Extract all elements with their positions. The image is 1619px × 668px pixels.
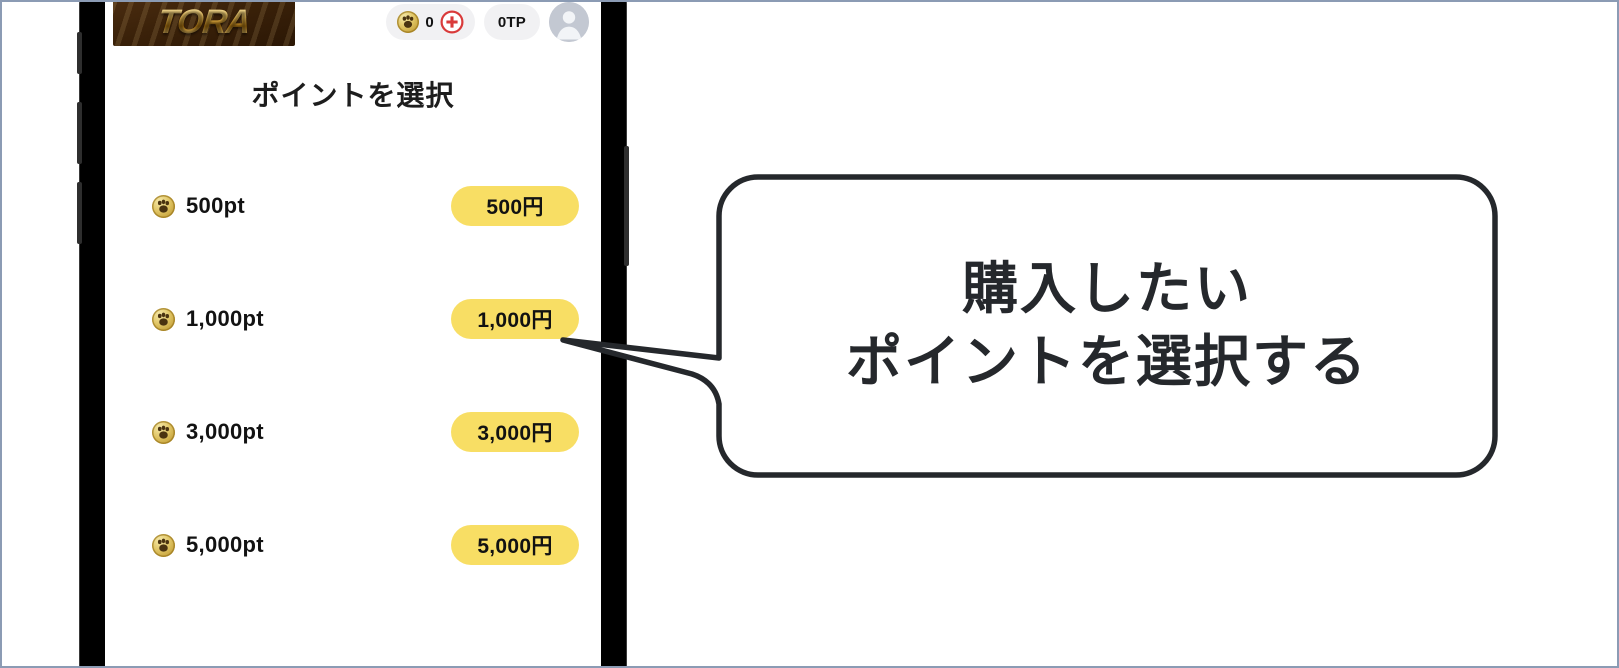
point-amount-group: 1,000pt <box>152 306 264 332</box>
point-amount-label: 5,000pt <box>186 532 264 557</box>
paw-coin-icon <box>152 420 175 444</box>
point-amount-group: 500pt <box>152 193 245 219</box>
brand-logo[interactable]: TORA <box>113 2 295 46</box>
phone-silence-switch[interactable] <box>77 32 82 74</box>
purchase-price-button[interactable]: 1,000円 <box>451 299 579 339</box>
app-header: TORA <box>105 2 601 56</box>
points-balance-pill[interactable]: 0 <box>386 4 475 40</box>
point-amount-label: 1,000pt <box>186 306 264 331</box>
point-option-row[interactable]: 3,000pt 3,000円 <box>105 404 601 460</box>
user-avatar-icon[interactable] <box>549 2 589 42</box>
point-option-row[interactable]: 500pt 500円 <box>105 178 601 234</box>
point-amount-group: 3,000pt <box>152 419 264 445</box>
callout-bubble-shape <box>560 174 1498 478</box>
red-plus-circle-icon[interactable] <box>440 10 464 34</box>
phone-volume-up-button[interactable] <box>77 102 82 164</box>
point-option-row[interactable]: 5,000pt 5,000円 <box>105 517 601 573</box>
phone-screen: TORA <box>105 2 601 666</box>
point-option-row[interactable]: 1,000pt 1,000円 <box>105 291 601 347</box>
point-amount-group: 5,000pt <box>152 532 264 558</box>
phone-power-button[interactable] <box>624 146 629 266</box>
point-option-list: 500pt 500円 <box>105 178 601 630</box>
header-actions: 0 0TP <box>386 2 589 42</box>
paw-coin-icon <box>152 533 175 557</box>
page-title: ポイントを選択 <box>251 80 455 111</box>
tp-balance-value: 0TP <box>497 13 526 31</box>
points-balance-value: 0 <box>425 13 434 31</box>
phone-volume-down-button[interactable] <box>77 182 82 244</box>
paw-coin-icon <box>397 11 420 33</box>
purchase-price-button[interactable]: 5,000円 <box>451 525 579 565</box>
phone-mockup: TORA <box>77 2 629 666</box>
tp-balance-pill[interactable]: 0TP <box>483 4 540 40</box>
brand-logo-text: TORA <box>156 3 252 41</box>
annotation-callout: 購入したい ポイントを選択する <box>560 172 1500 480</box>
purchase-price-button[interactable]: 3,000円 <box>451 412 579 452</box>
point-amount-label: 500pt <box>186 193 245 218</box>
paw-coin-icon <box>152 194 175 218</box>
point-amount-label: 3,000pt <box>186 419 264 444</box>
purchase-price-button[interactable]: 500円 <box>451 186 579 226</box>
paw-coin-icon <box>152 307 175 331</box>
